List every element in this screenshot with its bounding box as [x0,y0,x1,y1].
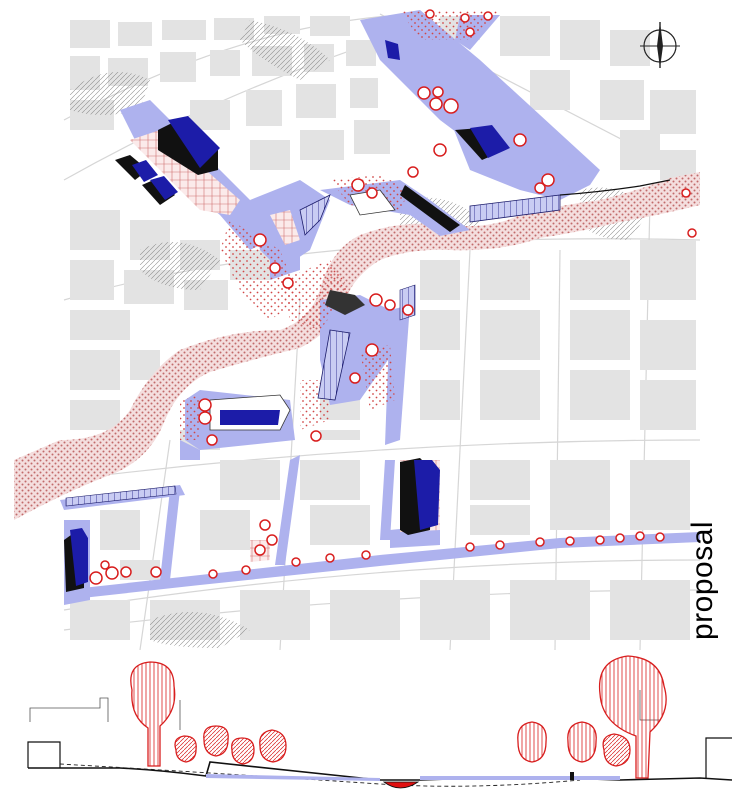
drawing-label: proposal [686,520,719,640]
section-river-channel [382,781,420,789]
section-trees [130,655,667,779]
trees [89,9,697,585]
north-arrow-icon [640,22,680,68]
section-public-space [206,774,620,781]
river-edge-line [559,179,671,196]
section-grade-dashed [59,763,581,787]
section-bridge-post [570,772,574,780]
section-end-buildings [27,737,732,778]
planting-zones [180,10,500,440]
existing-buildings [70,16,696,640]
site-plan [14,9,701,650]
section-background-buildings [29,690,660,730]
river-corridor [14,172,700,520]
new-buildings [64,40,510,592]
site-section [27,655,732,789]
section-ground-line [28,761,732,781]
